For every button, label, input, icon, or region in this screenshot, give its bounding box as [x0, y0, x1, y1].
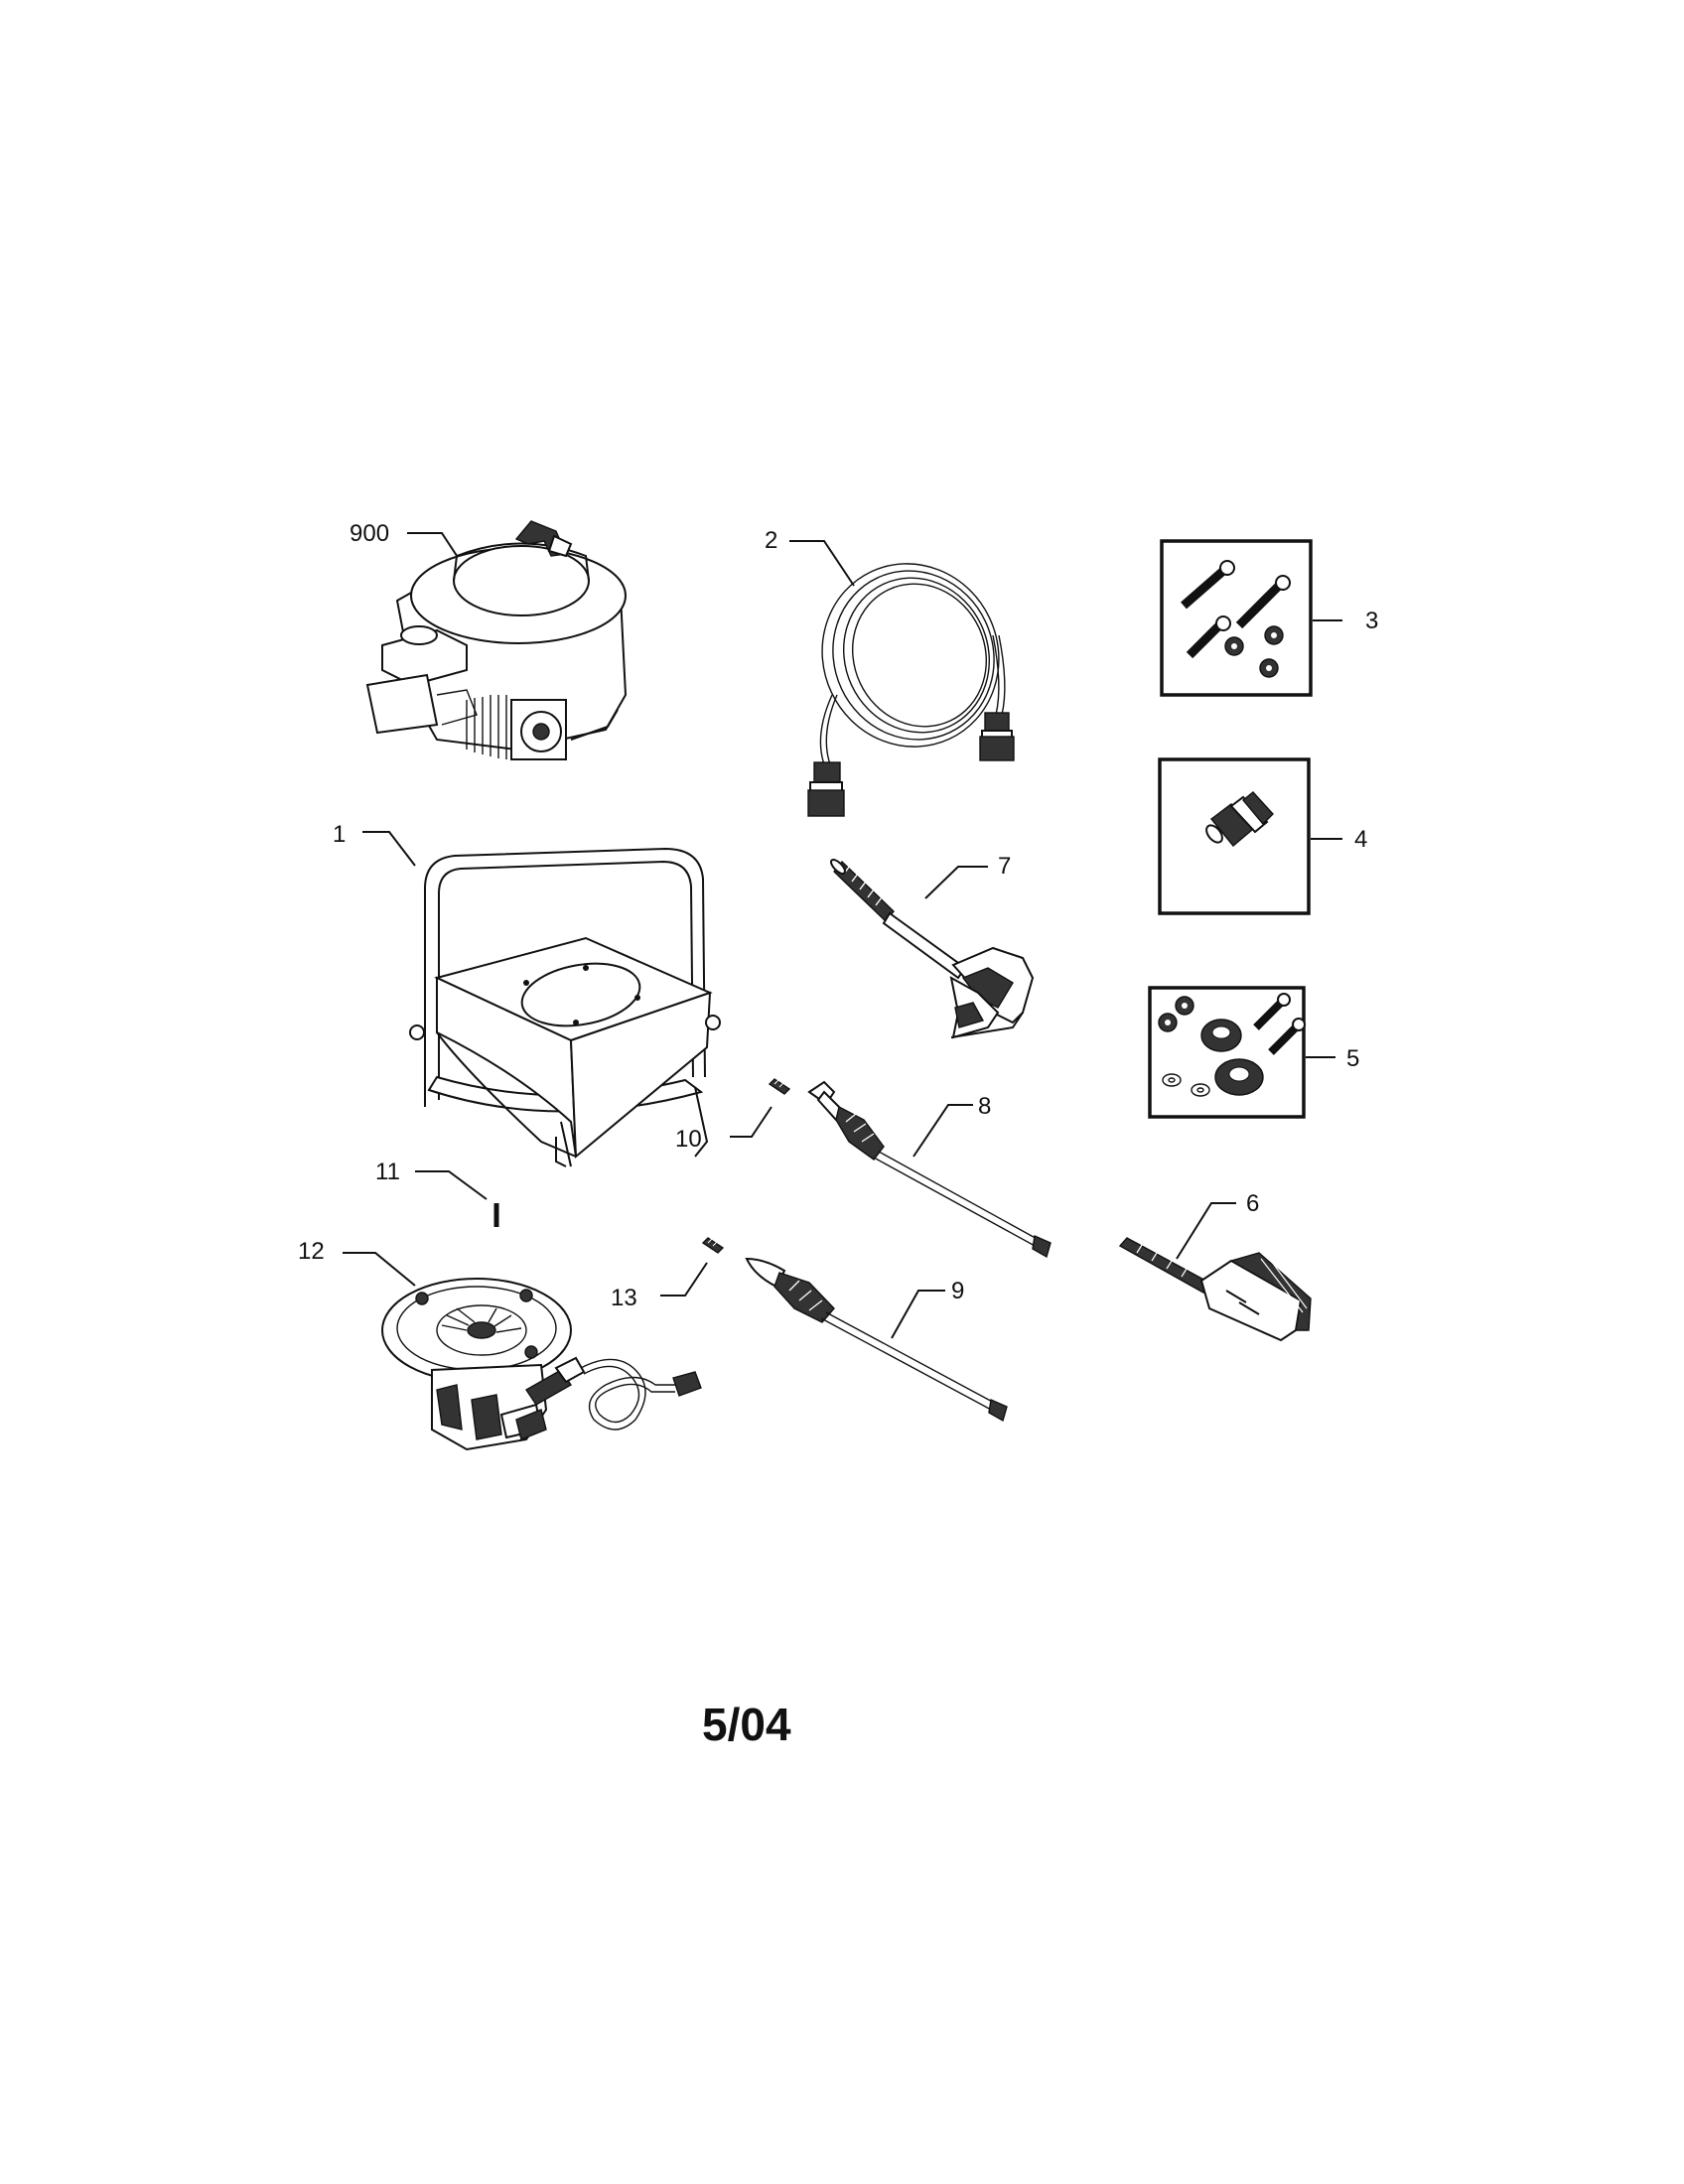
callout-2: 2 — [765, 527, 777, 554]
callout-9: 9 — [951, 1278, 964, 1304]
nozzle-13-illustration: 13 — [611, 1237, 725, 1311]
callout-12: 12 — [298, 1238, 325, 1265]
callout-7: 7 — [998, 853, 1011, 880]
nozzle-icon — [768, 1078, 791, 1095]
washer-icon — [1162, 1073, 1210, 1097]
callout-13: 13 — [611, 1285, 637, 1311]
hose-illustration: 2 — [765, 527, 1015, 817]
hardware-kit-3-box: 3 — [1160, 539, 1378, 697]
callout-5: 5 — [1346, 1045, 1359, 1072]
spray-gun-illustration: 7 — [830, 853, 1035, 1039]
callout-6: 6 — [1246, 1190, 1259, 1217]
engine-illustration: 900 — [350, 520, 628, 760]
wand-9-illustration: 9 — [745, 1257, 1008, 1423]
callout-8: 8 — [978, 1093, 991, 1120]
date-code: 5/04 — [702, 1699, 791, 1750]
nut-icon — [1224, 625, 1284, 678]
callout-3: 3 — [1365, 608, 1378, 634]
bolt-icon — [1253, 993, 1306, 1055]
pin-11-illustration: 11 — [375, 1159, 499, 1227]
connector-icon — [1205, 791, 1274, 847]
callout-4: 4 — [1354, 826, 1367, 853]
nozzle-icon — [701, 1237, 725, 1254]
callout-1: 1 — [333, 821, 346, 848]
nozzle-10-illustration: 10 — [675, 1078, 791, 1153]
brush-illustration: 6 — [1118, 1190, 1312, 1342]
frame-illustration: 1 — [333, 821, 721, 1167]
pump-illustration: 12 — [298, 1238, 702, 1451]
hardware-kit-5-box: 5 — [1148, 986, 1359, 1119]
wand-8-illustration: 8 — [807, 1080, 1052, 1259]
callout-900: 900 — [350, 520, 389, 547]
bearing-icon — [1200, 1019, 1264, 1096]
nut-icon — [1158, 996, 1194, 1032]
bolt-icon — [1181, 560, 1291, 659]
hardware-kit-4-box: 4 — [1158, 757, 1367, 915]
callout-10: 10 — [675, 1126, 702, 1153]
callout-11: 11 — [375, 1159, 400, 1185]
